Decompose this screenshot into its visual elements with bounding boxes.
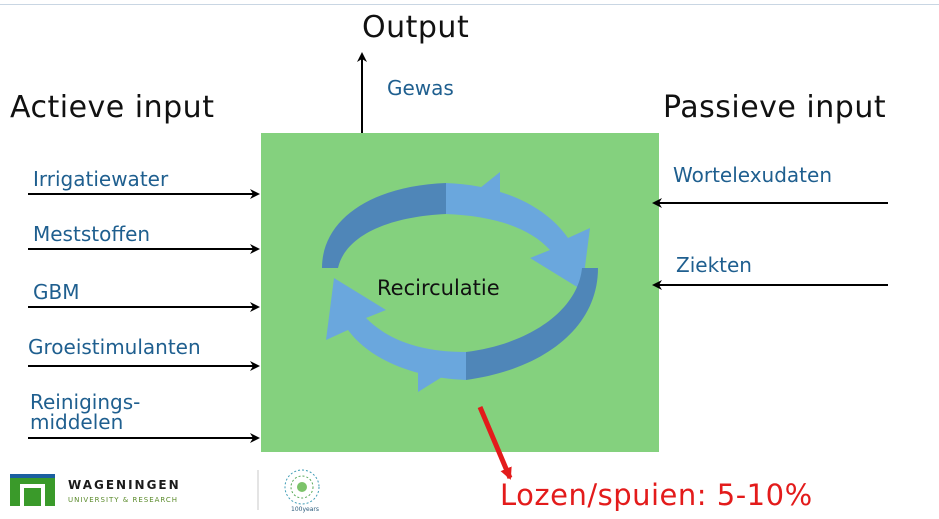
output-heading: Output <box>362 10 470 45</box>
wur-logo-icon <box>10 474 55 506</box>
active-input-middelen: middelen <box>30 410 124 434</box>
passive-input-ziekten: Ziekten <box>676 253 752 277</box>
active-input-gbm: GBM <box>33 280 80 304</box>
top-divider <box>0 4 939 5</box>
anniversary-text: 100years <box>291 506 319 513</box>
active-input-reinigings: Reinigings- <box>30 390 141 414</box>
active-input-groeistimulanten: Groeistimulanten <box>28 335 201 359</box>
active-input-meststoffen: Meststoffen <box>33 222 151 246</box>
output-item-gewas: Gewas <box>387 76 454 100</box>
active-input-heading: Actieve input <box>10 90 215 125</box>
recirculation-cycle-icon <box>322 172 598 392</box>
wur-logo-name: WAGENINGEN <box>68 478 181 492</box>
discharge-label: Lozen/spuien: 5-10% <box>500 478 813 512</box>
discharge-arrow <box>477 406 513 480</box>
anniversary-logo-icon <box>284 469 320 505</box>
active-input-irrigatiewater: Irrigatiewater <box>33 167 169 191</box>
passive-input-heading: Passieve input <box>663 90 887 125</box>
recirculation-label: Recirculatie <box>377 276 500 300</box>
wur-logo-subtitle: UNIVERSITY & RESEARCH <box>68 496 179 504</box>
passive-input-wortelexudaten: Wortelexudaten <box>673 163 833 187</box>
